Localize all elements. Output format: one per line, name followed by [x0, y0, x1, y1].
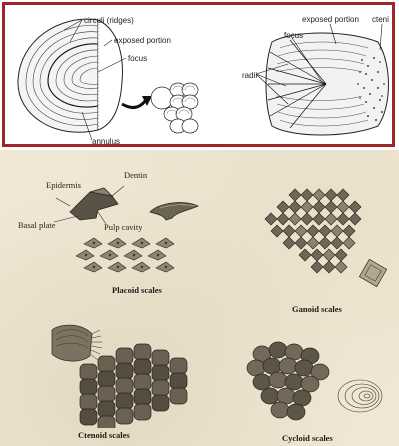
label-circuli: circuli (ridges): [84, 16, 134, 25]
label-radii: radii: [242, 71, 257, 80]
label-basal-plate: Basal plate: [18, 220, 56, 230]
cycloid-scales-drawing: [240, 338, 390, 432]
label-annulus: annulus: [92, 137, 120, 146]
ctenoid-scales-drawing: [40, 320, 200, 428]
caption-ganoid: Ganoid scales: [292, 304, 342, 314]
label-epidermis: Epidermis: [46, 180, 81, 190]
label-exposed-portion-left: exposed portion: [114, 36, 171, 45]
label-pulp-cavity: Pulp cavity: [104, 222, 142, 232]
caption-cycloid: Cycloid scales: [282, 433, 333, 443]
caption-placoid: Placoid scales: [112, 285, 162, 295]
ganoid-scales-drawing: [255, 185, 395, 295]
label-focus-left: focus: [128, 54, 147, 63]
label-focus-right: focus: [284, 31, 303, 40]
label-ctenii: cteni: [372, 15, 389, 24]
label-exposed-portion-right: exposed portion: [302, 15, 359, 24]
label-dentin: Dentin: [124, 170, 147, 180]
caption-ctenoid: Ctenoid scales: [78, 430, 130, 440]
